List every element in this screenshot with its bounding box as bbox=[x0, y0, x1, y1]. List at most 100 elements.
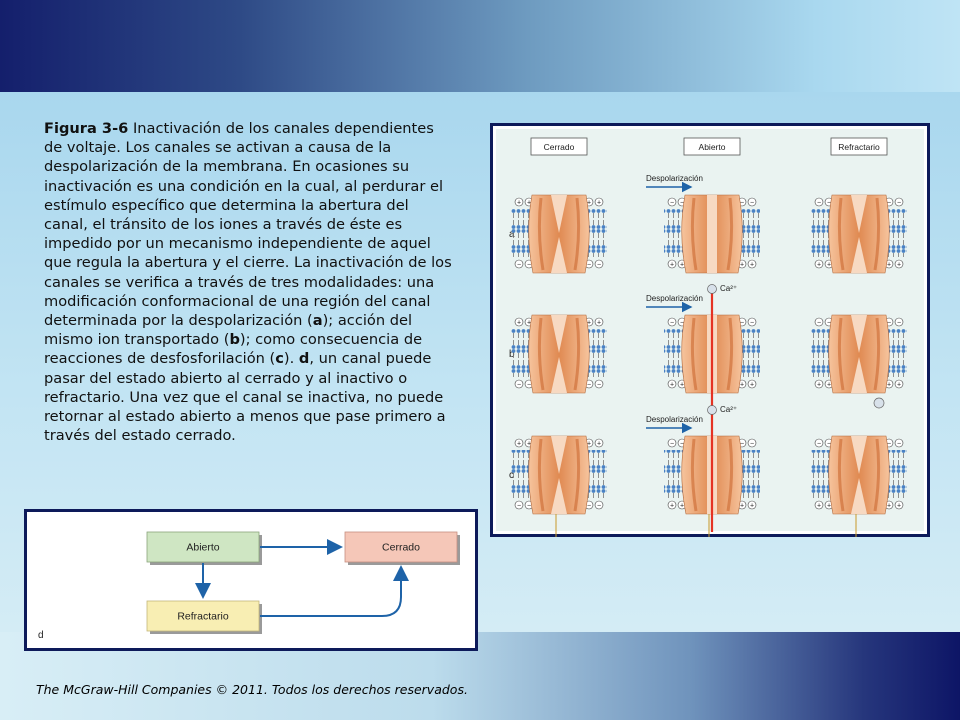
channel-protein bbox=[828, 435, 890, 515]
depolarization-label: Despolarización bbox=[646, 294, 703, 303]
copyright-footer: The McGraw-Hill Companies © 2011. Todos … bbox=[36, 682, 468, 697]
svg-text:Abierto: Abierto bbox=[186, 542, 219, 554]
channel-states-figure: CerradoAbiertoRefractarioa+−+−+−+−−+−+−+… bbox=[509, 137, 907, 537]
channel-protein bbox=[528, 194, 590, 274]
channel-stripe bbox=[726, 317, 734, 391]
charge-sign: − bbox=[670, 320, 674, 327]
charge-marker bbox=[747, 500, 757, 510]
charge-sign: − bbox=[897, 200, 901, 207]
charge-sign: − bbox=[587, 382, 591, 389]
channel-stripe bbox=[873, 197, 881, 271]
calcium-label: Ca²⁺ bbox=[720, 284, 737, 293]
figure-label: Figura 3-6 bbox=[44, 120, 129, 137]
channel-pore bbox=[551, 357, 567, 393]
charge-sign: + bbox=[527, 441, 531, 448]
charge-sign: + bbox=[597, 441, 601, 448]
charge-sign: + bbox=[750, 262, 754, 269]
charge-sign: + bbox=[587, 200, 591, 207]
charge-marker bbox=[667, 438, 677, 448]
charge-sign: − bbox=[750, 200, 754, 207]
channel-pore bbox=[851, 315, 867, 353]
charge-marker bbox=[747, 379, 757, 389]
channel-stripe bbox=[537, 317, 545, 391]
depolarization-label: Despolarización bbox=[646, 174, 703, 183]
charge-sign: + bbox=[680, 503, 684, 510]
charge-marker bbox=[814, 259, 824, 269]
arrow-refractory-to-closed bbox=[260, 565, 409, 617]
state-transition-diagram: Abierto Cerrado Refractario d bbox=[24, 509, 478, 651]
figure-caption: Figura 3-6 Inactivación de los canales d… bbox=[44, 120, 452, 445]
panel-label-d: d bbox=[38, 630, 44, 641]
state-box-closed: Cerrado bbox=[344, 531, 458, 563]
charge-sign: + bbox=[740, 262, 744, 269]
charge-marker bbox=[894, 317, 904, 327]
header-gradient-band bbox=[0, 0, 960, 92]
charge-sign: − bbox=[740, 320, 744, 327]
charge-marker bbox=[514, 317, 524, 327]
charge-sign: − bbox=[587, 503, 591, 510]
charge-marker bbox=[814, 379, 824, 389]
charge-sign: − bbox=[887, 320, 891, 327]
charge-marker bbox=[594, 379, 604, 389]
channel-pore bbox=[551, 195, 567, 233]
charge-sign: + bbox=[817, 503, 821, 510]
charge-marker bbox=[667, 500, 677, 510]
charge-marker bbox=[667, 259, 677, 269]
charge-marker bbox=[747, 197, 757, 207]
charge-sign: − bbox=[827, 200, 831, 207]
charge-sign: + bbox=[680, 382, 684, 389]
charge-sign: − bbox=[740, 441, 744, 448]
channel-stripe bbox=[837, 438, 845, 512]
state-header-box bbox=[683, 137, 741, 156]
charge-sign: + bbox=[897, 382, 901, 389]
charge-marker bbox=[747, 259, 757, 269]
charge-sign: − bbox=[527, 262, 531, 269]
state-header-box bbox=[530, 137, 588, 156]
charge-sign: − bbox=[527, 503, 531, 510]
charge-sign: − bbox=[680, 320, 684, 327]
channel-stripe bbox=[690, 317, 698, 391]
svg-text:Refractario: Refractario bbox=[177, 611, 229, 623]
channel-stripe bbox=[837, 317, 845, 391]
charge-sign: + bbox=[827, 503, 831, 510]
charge-marker bbox=[514, 379, 524, 389]
charge-sign: − bbox=[897, 441, 901, 448]
charge-marker bbox=[747, 438, 757, 448]
charge-sign: + bbox=[897, 262, 901, 269]
charge-marker bbox=[747, 317, 757, 327]
charge-sign: + bbox=[887, 382, 891, 389]
channel-stripe bbox=[726, 197, 734, 271]
channel-stripe bbox=[873, 438, 881, 512]
charge-marker bbox=[894, 500, 904, 510]
charge-sign: + bbox=[670, 382, 674, 389]
channel-pore bbox=[707, 195, 717, 273]
charge-sign: − bbox=[750, 441, 754, 448]
charge-sign: − bbox=[597, 382, 601, 389]
charge-marker bbox=[667, 379, 677, 389]
charge-marker bbox=[594, 259, 604, 269]
charge-marker bbox=[514, 197, 524, 207]
charge-sign: + bbox=[740, 503, 744, 510]
charge-marker bbox=[894, 379, 904, 389]
channel-stripe bbox=[573, 438, 581, 512]
charge-sign: + bbox=[527, 200, 531, 207]
charge-sign: + bbox=[597, 320, 601, 327]
depolarization-label: Despolarización bbox=[646, 415, 703, 424]
charge-marker bbox=[814, 500, 824, 510]
channel-stripe bbox=[537, 197, 545, 271]
channel-pore bbox=[551, 478, 567, 514]
charge-sign: − bbox=[670, 441, 674, 448]
charge-sign: − bbox=[680, 200, 684, 207]
channel-states-diagram: CerradoAbiertoRefractarioa+−+−+−+−−+−+−+… bbox=[490, 123, 930, 537]
channel-stripe bbox=[537, 438, 545, 512]
state-box-open: Abierto bbox=[146, 531, 260, 563]
charge-marker bbox=[594, 317, 604, 327]
charge-sign: + bbox=[887, 503, 891, 510]
channel-stripe bbox=[837, 197, 845, 271]
charge-sign: + bbox=[587, 441, 591, 448]
charge-sign: − bbox=[897, 320, 901, 327]
charge-sign: + bbox=[670, 262, 674, 269]
channel-pore bbox=[551, 436, 567, 474]
charge-sign: + bbox=[817, 382, 821, 389]
state-transition-figure: Abierto Cerrado Refractario d bbox=[38, 531, 460, 641]
